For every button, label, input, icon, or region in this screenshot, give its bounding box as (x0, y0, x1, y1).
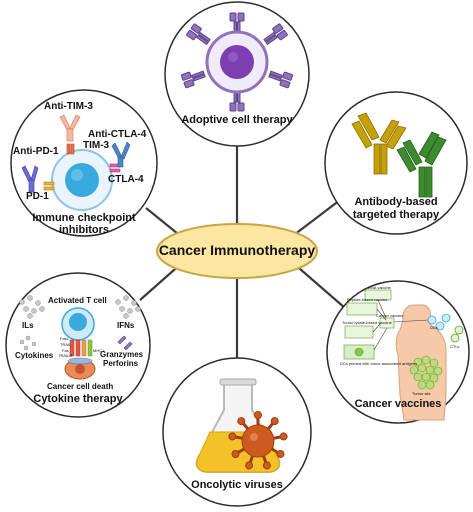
peptide-label: Peptide-based vaccine (347, 297, 388, 302)
ctla4-label: CTLA-4 (108, 174, 144, 185)
granzymes-label: Granzymes (100, 350, 144, 359)
mhc-label: MHC I (93, 348, 105, 353)
antibody-label-line1: Antibody-based (354, 196, 438, 208)
fas-label: Fas (62, 348, 69, 353)
trailr-label: TRAILR (58, 353, 73, 358)
tumor-site-label: Tumor site (412, 391, 431, 396)
ctl-cells (450, 325, 464, 343)
virus-icon (228, 411, 288, 470)
antibody-icon-gold (351, 112, 407, 175)
activated-t-label: Activated T cell (48, 296, 107, 305)
perforins-label: Perforins (103, 359, 139, 368)
cytokine-dots (19, 335, 37, 351)
tumor-lysate-label: Tumor lysate-based vaccine (342, 320, 392, 325)
tim3-label: TIM-3 (83, 140, 110, 151)
trail-label: TRAIL (60, 342, 72, 347)
oncolytic-label: Oncolytic viruses (191, 479, 283, 491)
death-receptors (69, 339, 93, 357)
tim3-receptor (66, 143, 75, 155)
center-label: Cancer Immunotherapy (158, 242, 316, 258)
checkpoint-label-line2: inhibitors (58, 224, 110, 236)
ifn-dots (115, 295, 141, 319)
checkpoint-icon (21, 114, 131, 211)
checkpoint-label-line1: Immune checkpoint (32, 212, 136, 224)
il-dots (19, 295, 45, 319)
ifns-label: IFNs (117, 321, 135, 330)
cytokines-label: Cytokines (15, 351, 54, 360)
antibody-label-line2: targeted therapy (352, 209, 440, 221)
vaccines-label: Cancer vaccines (354, 398, 442, 410)
adoptive-cell-icon (180, 12, 294, 112)
adoptive-label: Adoptive cell therapy (181, 114, 293, 126)
granzyme-shapes (117, 335, 133, 351)
ils-label: ILs (22, 321, 34, 330)
anti-tim3-antibody (59, 114, 81, 142)
vaccine-icon (343, 289, 464, 421)
dcs-label: DCs (430, 325, 438, 330)
anti-pd1-label: Anti-PD-1 (13, 146, 59, 157)
tumor-site-cluster (409, 355, 443, 390)
anti-ctla4-label: Anti-CTLA-4 (88, 129, 147, 140)
pd1-label: PD-1 (26, 191, 49, 202)
anti-pd1-antibody (21, 165, 39, 193)
cytokine-icon (19, 295, 141, 380)
dna-label: DNA vaccine (368, 285, 391, 290)
dcs-primed-label: DCs primed with tumor associated antigen… (340, 361, 418, 366)
ctls-label: CTLs (450, 344, 460, 349)
pd1-receptor (43, 181, 55, 191)
anti-ctla4-antibody (111, 141, 131, 168)
cancer-vaccine-label: Cancer vaccine (376, 313, 404, 318)
connector-antibody (289, 199, 341, 239)
cell-receptors (180, 12, 294, 112)
dc-cells (427, 313, 451, 331)
center-ellipse (156, 223, 318, 279)
connector-vaccines (291, 261, 346, 309)
cancer-death-label: Cancer cell death (47, 382, 114, 391)
cytokine-label: Cytokine therapy (33, 393, 123, 405)
antibody-icon-green (396, 131, 447, 198)
fasl-label: FasL (60, 336, 69, 341)
anti-tim3-label: Anti-TIM-3 (44, 101, 93, 112)
